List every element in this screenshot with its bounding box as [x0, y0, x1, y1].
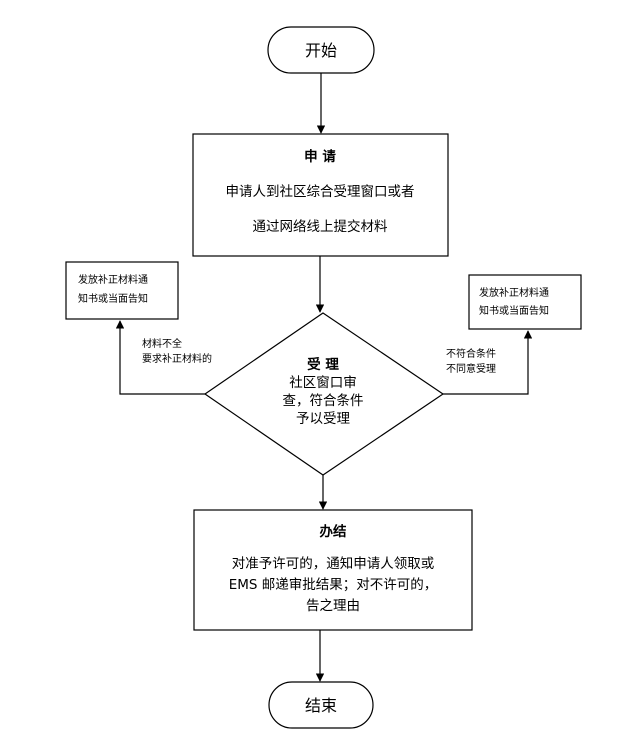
end-node: 结束 [268, 681, 374, 729]
accept-node: 受 理 社区窗口审 查，符合条件 予以受理 [203, 312, 445, 476]
right-condition-line-1: 不符合条件 [446, 347, 496, 360]
left-condition-line-2: 要求补正材料的 [142, 352, 212, 365]
right-notice-line-2: 知书或当面告知 [479, 304, 549, 317]
left-notice-box: 发放补正材料通 知书或当面告知 [65, 261, 179, 320]
accept-title: 受 理 [307, 356, 339, 373]
right-notice-box: 发放补正材料通 知书或当面告知 [468, 274, 582, 330]
left-condition-line-1: 材料不全 [142, 337, 182, 350]
left-notice-line-1: 发放补正材料通 [78, 273, 148, 286]
left-condition-label: 材料不全 要求补正材料的 [142, 337, 212, 365]
right-condition-label: 不符合条件 不同意受理 [446, 347, 496, 375]
accept-line-1: 社区窗口审 [289, 374, 357, 391]
conclude-line-3: 告之理由 [306, 598, 360, 614]
left-notice-line-2: 知书或当面告知 [78, 292, 148, 305]
conclude-line-2: EMS 邮递审批结果；对不许可的， [229, 577, 438, 593]
apply-line-2: 通过网络线上提交材料 [253, 218, 388, 235]
accept-line-2: 查，符合条件 [283, 392, 364, 409]
end-label: 结束 [305, 696, 337, 715]
start-node: 开始 [267, 26, 375, 74]
accept-line-3: 予以受理 [296, 411, 350, 427]
apply-title: 申 请 [304, 148, 336, 165]
conclude-title: 办结 [320, 523, 347, 540]
right-condition-line-2: 不同意受理 [446, 362, 496, 375]
conclude-node: 办结 对准予许可的，通知申请人领取或 EMS 邮递审批结果；对不许可的， 告之理… [193, 509, 473, 631]
arrow-accept-to-right-box [443, 330, 533, 395]
conclude-line-1: 对准予许可的，通知申请人领取或 [232, 555, 435, 572]
apply-node: 申 请 申请人到社区综合受理窗口或者 通过网络线上提交材料 [192, 133, 449, 257]
start-label: 开始 [305, 41, 337, 60]
apply-line-1: 申请人到社区综合受理窗口或者 [226, 183, 415, 200]
right-notice-line-1: 发放补正材料通 [479, 286, 549, 299]
arrow-accept-to-left-box [115, 320, 205, 395]
